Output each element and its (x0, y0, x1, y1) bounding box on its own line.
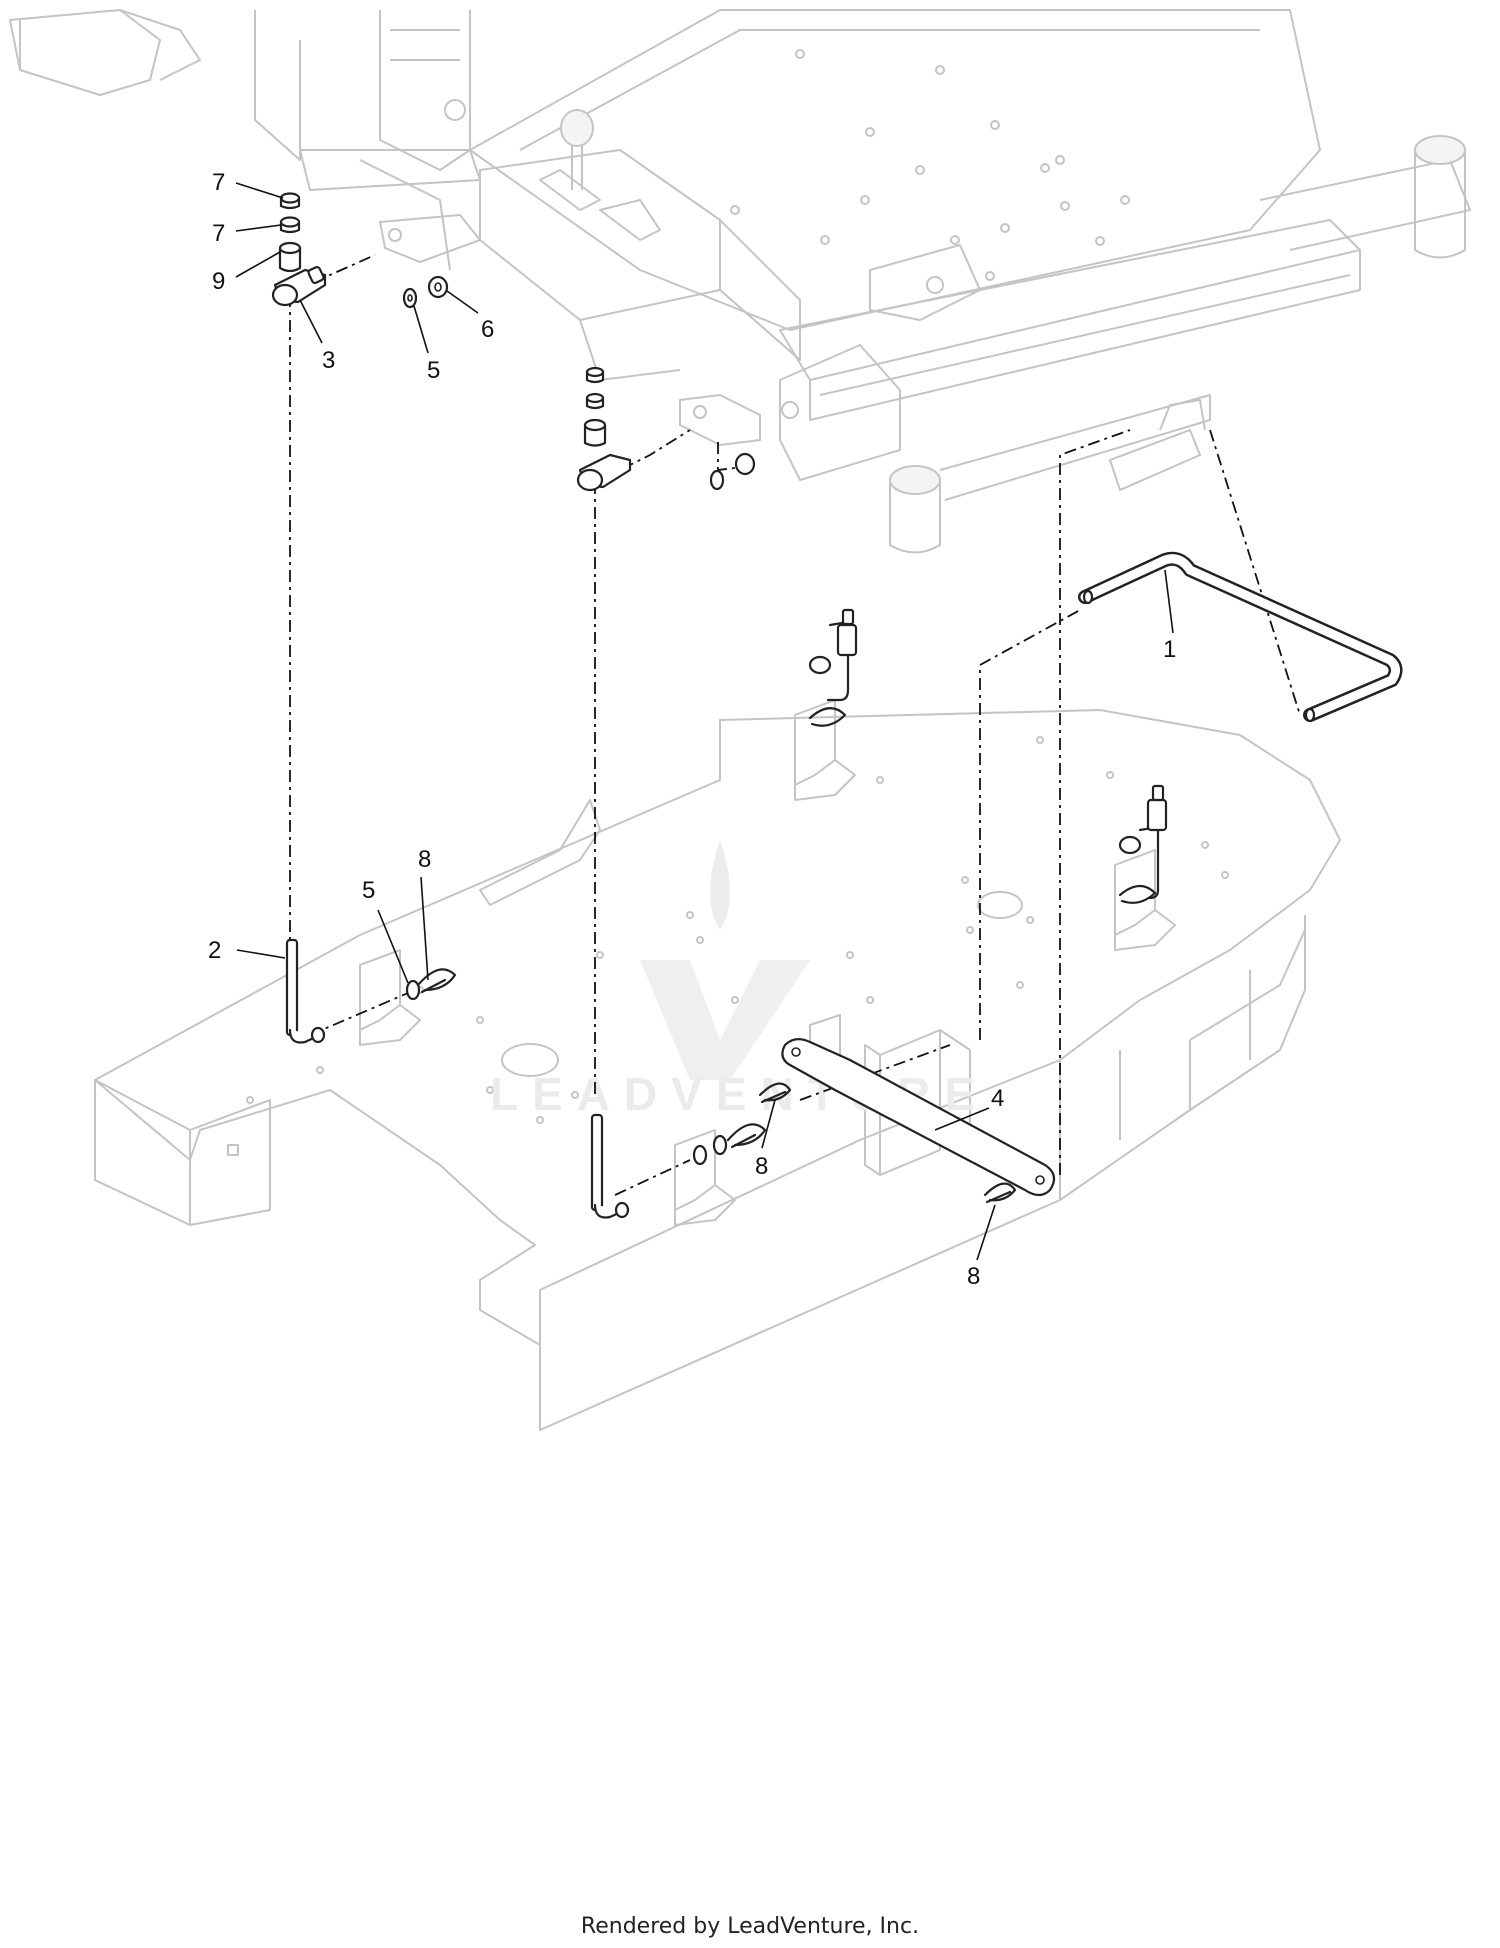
tractor-frame (9, 9, 1471, 554)
part-6-washer (427, 275, 449, 299)
part-2-rod-center (590, 1113, 630, 1219)
part-5-washer (402, 287, 418, 309)
part-9-spacer (278, 241, 302, 273)
part-8-clip-left (416, 968, 457, 994)
plate-holes (730, 49, 1130, 281)
grease-fitting-right (1118, 784, 1168, 904)
callout-8-center: 8 (755, 1153, 768, 1180)
callout-5-deck: 5 (362, 877, 375, 904)
callout-7-upper: 7 (212, 169, 225, 196)
callout-4: 4 (991, 1085, 1004, 1112)
mower-deck (94, 699, 1341, 1431)
part-3-pivot-pin-center (576, 453, 632, 492)
watermark-logo: LEADVENTURE (490, 840, 975, 1120)
part-8-clip-center (726, 1123, 767, 1149)
part-8-clip-mid (758, 1082, 792, 1104)
callout-1: 1 (1163, 636, 1176, 663)
part-3-pivot-pin (271, 266, 327, 307)
grease-fitting-center (808, 608, 858, 727)
center-washers (709, 452, 756, 491)
callout-8-left: 8 (418, 846, 431, 873)
part-8-clip-front (983, 1182, 1017, 1204)
callout-labels: 7 7 9 3 5 6 1 8 5 2 8 4 8 (208, 169, 1176, 1290)
part-7-nut-lower (279, 216, 301, 234)
part-2-rod-left (285, 938, 326, 1044)
part-1-rod (1078, 551, 1403, 723)
part-4-link-bar (781, 1038, 1056, 1197)
center-deck-washers (692, 1134, 728, 1166)
callout-8-front: 8 (967, 1263, 980, 1290)
callout-2: 2 (208, 937, 221, 964)
callout-6: 6 (481, 316, 494, 343)
callout-9: 9 (212, 268, 225, 295)
callout-7-lower: 7 (212, 220, 225, 247)
callout-3: 3 (322, 347, 335, 374)
center-hardware-stack (583, 366, 607, 447)
part-5-washer-deck (405, 979, 421, 1001)
callout-5-top: 5 (427, 357, 440, 384)
footer-credit: Rendered by LeadVenture, Inc. (580, 1914, 920, 1939)
part-7-nut (279, 192, 301, 210)
leader-lines (235, 182, 1174, 1261)
